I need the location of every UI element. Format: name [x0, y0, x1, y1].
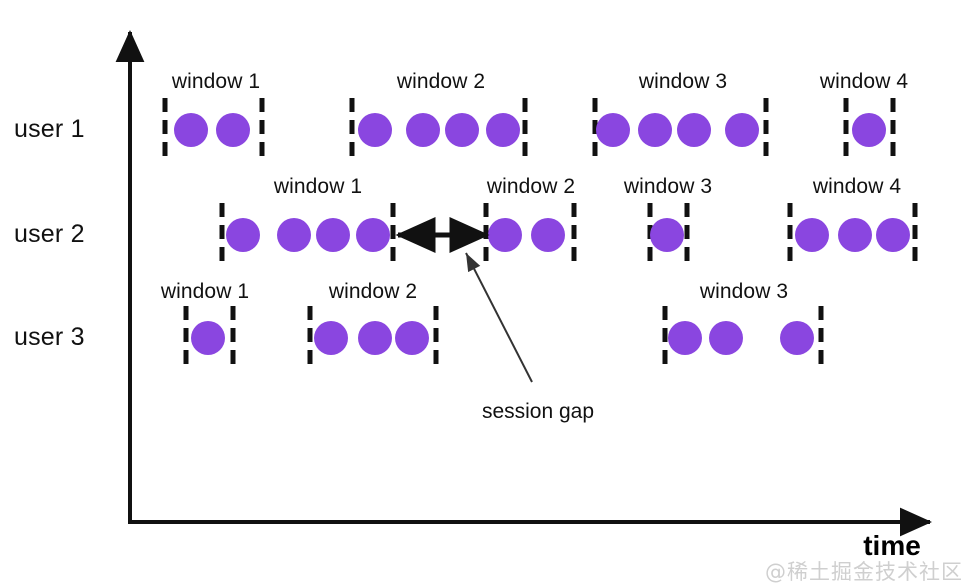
watermark: @稀土掘金技术社区: [765, 560, 963, 584]
window-label: window 2: [396, 70, 486, 93]
event-dot: [174, 113, 208, 147]
window-label: window 1: [273, 175, 363, 198]
event-dot: [316, 218, 350, 252]
event-dot: [650, 218, 684, 252]
event-dot: [216, 113, 250, 147]
window-label: window 4: [812, 175, 902, 198]
window-label: window 1: [160, 280, 250, 303]
window-label: window 2: [328, 280, 418, 303]
event-dot: [795, 218, 829, 252]
user-row-label-1: user 1: [14, 115, 85, 143]
window-label: window 3: [638, 70, 728, 93]
event-dot: [677, 113, 711, 147]
event-dot: [780, 321, 814, 355]
event-dot: [838, 218, 872, 252]
session-gap-annotation: [395, 217, 533, 383]
event-dot: [596, 113, 630, 147]
window-label: window 3: [623, 175, 713, 198]
event-dot: [406, 113, 440, 147]
event-dot: [191, 321, 225, 355]
user-row-label-2: user 2: [14, 220, 85, 248]
event-dot: [358, 113, 392, 147]
event-dot: [668, 321, 702, 355]
event-dot: [445, 113, 479, 147]
event-dot: [356, 218, 390, 252]
event-dots: [174, 113, 910, 355]
event-dot: [277, 218, 311, 252]
user-row-label-3: user 3: [14, 323, 85, 351]
event-dot: [488, 218, 522, 252]
x-axis-label: time: [863, 530, 921, 561]
event-dot: [486, 113, 520, 147]
session-gap-pointer-line: [465, 252, 533, 383]
event-dot: [226, 218, 260, 252]
session-gap-label: session gap: [481, 400, 595, 423]
event-dot: [852, 113, 886, 147]
event-dot: [709, 321, 743, 355]
window-label: window 2: [486, 175, 576, 198]
axes: [115, 30, 932, 537]
event-dot: [314, 321, 348, 355]
event-dot: [638, 113, 672, 147]
event-dot: [395, 321, 429, 355]
event-dot: [531, 218, 565, 252]
event-dot: [358, 321, 392, 355]
event-dot: [725, 113, 759, 147]
window-label: window 4: [819, 70, 909, 93]
window-label: window 3: [699, 280, 789, 303]
window-label: window 1: [171, 70, 261, 93]
event-dot: [876, 218, 910, 252]
